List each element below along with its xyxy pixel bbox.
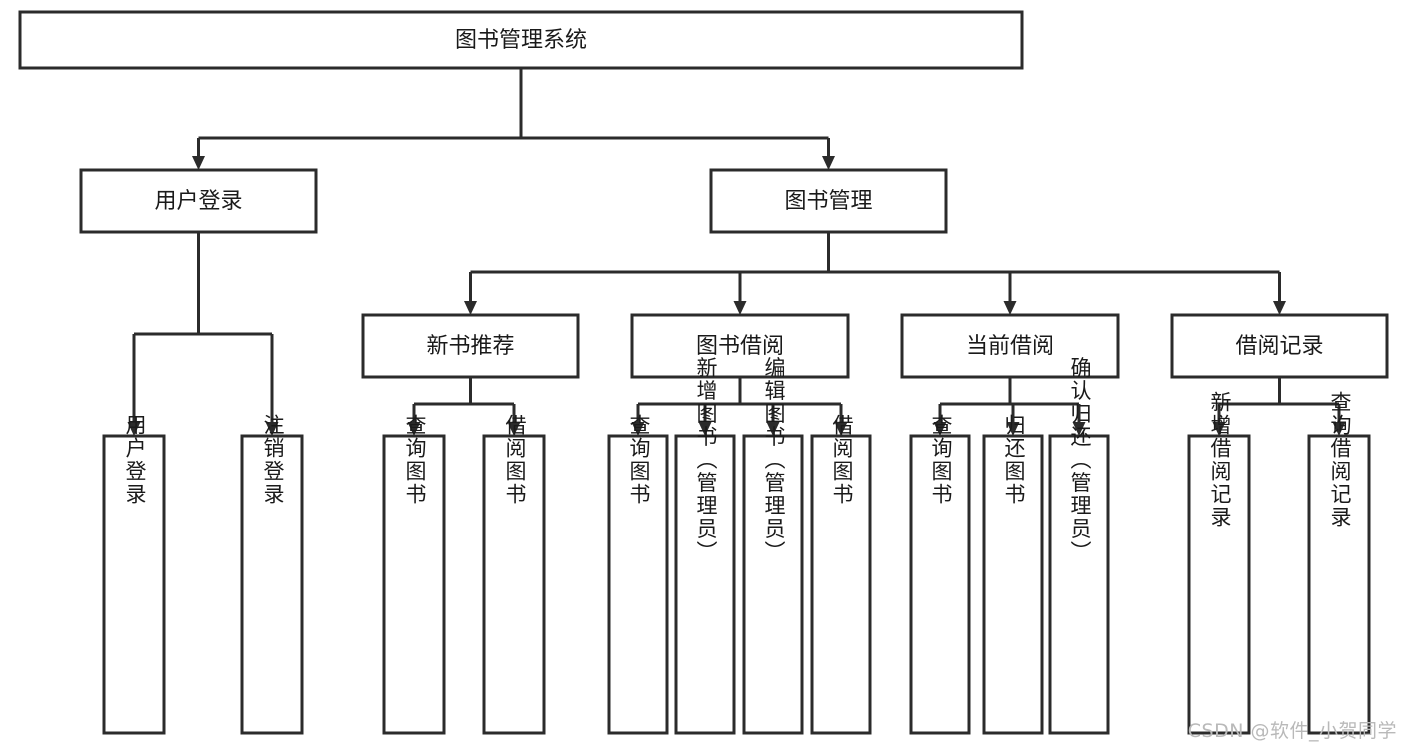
node-leaf-query-book-3-rect[interactable] [909,434,971,735]
node-leaf-borrow-book-1-rect[interactable] [482,434,546,735]
node-leaf-edit-book[interactable]: 编辑图书（管理员） [742,357,804,735]
node-leaf-borrow-book-2-label: 借阅图书 [830,414,854,506]
node-user-login[interactable]: 用户登录 [79,168,318,234]
node-user-login-label: 用户登录 [154,189,242,214]
node-leaf-return-book-rect[interactable] [982,434,1044,735]
node-current-borrow[interactable]: 当前借阅 [900,313,1120,379]
node-leaf-borrow-book-1-label: 借阅图书 [503,414,527,506]
node-leaf-confirm-return-label: 确认归还（管理员） [1068,357,1092,564]
node-book-manage[interactable]: 图书管理 [709,168,948,234]
node-leaf-query-book-1[interactable]: 查询图书 [382,414,446,735]
node-leaf-query-record-rect[interactable] [1307,434,1371,735]
node-leaf-borrow-book-2[interactable]: 借阅图书 [810,414,872,735]
node-current-borrow-rect[interactable] [900,313,1120,379]
edges-layer [127,68,1346,436]
edge-root-to-user-login-arrowhead [192,156,205,170]
edge-bookmanage-to-borrow-record-arrowhead [1273,301,1286,315]
node-leaf-edit-book-label: 编辑图书（管理员） [762,357,786,564]
edge-borrow-record-to-leaf-add-record-arrowhead [1212,422,1226,436]
node-borrow-record-label: 借阅记录 [1235,334,1323,359]
node-borrow-record[interactable]: 借阅记录 [1170,313,1389,379]
node-new-book-rec[interactable]: 新书推荐 [361,313,580,379]
node-leaf-borrow-book-1[interactable]: 借阅图书 [482,414,546,735]
csdn-watermark: CSDN @软件_小贺同学 [1187,720,1397,742]
edge-book-borrow-to-leaf-edit-book-arrowhead [766,422,780,436]
node-root-system-rect[interactable] [18,10,1024,70]
edge-userlogin-to-leaf-user-logout-arrowhead [265,422,279,436]
edge-bookmanage-to-new-book-rec-arrowhead [464,301,477,315]
edge-new-book-rec-to-leaf-query-book-1-arrowhead [407,422,421,436]
edge-bookmanage-to-book-borrow-arrowhead [733,301,747,315]
edge-book-borrow-to-leaf-query-book-2-arrowhead [631,422,645,436]
node-leaf-user-login-label: 用户登录 [123,414,147,506]
node-borrow-record-rect[interactable] [1170,313,1389,379]
node-new-book-rec-rect[interactable] [361,313,580,379]
edge-current-borrow-to-leaf-confirm-return-arrowhead [1072,422,1086,436]
edge-current-borrow-to-leaf-return-book-arrowhead [1006,422,1020,436]
node-leaf-query-book-3-label: 查询图书 [929,414,953,506]
node-book-manage-label: 图书管理 [784,189,872,214]
node-leaf-query-book-2[interactable]: 查询图书 [607,414,669,735]
node-leaf-user-logout-rect[interactable] [240,434,304,735]
node-leaf-add-book-label: 新增图书（管理员） [694,357,718,564]
node-leaf-query-book-2-label: 查询图书 [627,414,651,506]
node-book-manage-rect[interactable] [709,168,948,234]
node-book-borrow-label: 图书借阅 [696,334,784,359]
node-leaf-user-logout[interactable]: 注销登录 [240,414,304,735]
node-leaf-user-logout-label: 注销登录 [261,414,285,506]
node-leaf-confirm-return-rect[interactable] [1048,434,1110,735]
node-leaf-user-login-rect[interactable] [102,434,166,735]
edge-borrow-record-to-leaf-query-record-arrowhead [1332,422,1346,436]
node-leaf-edit-book-rect[interactable] [742,434,804,735]
node-leaf-confirm-return[interactable]: 确认归还（管理员） [1048,357,1110,735]
node-leaf-query-book-1-rect[interactable] [382,434,446,735]
node-leaf-return-book[interactable]: 归还图书 [982,414,1044,735]
node-leaf-user-login[interactable]: 用户登录 [102,414,166,735]
node-leaf-query-book-3[interactable]: 查询图书 [909,414,971,735]
node-leaf-return-book-label: 归还图书 [1002,414,1026,506]
node-root-system[interactable]: 图书管理系统 [18,10,1024,70]
node-leaf-borrow-book-2-rect[interactable] [810,434,872,735]
node-leaf-query-book-2-rect[interactable] [607,434,669,735]
edge-root-to-book-manage-arrowhead [822,156,835,170]
node-leaf-query-book-1-label: 查询图书 [403,414,427,506]
node-leaf-add-record-label: 新增借阅记录 [1208,391,1232,529]
edge-new-book-rec-to-leaf-borrow-book-1-arrowhead [507,422,521,436]
node-leaf-add-record-rect[interactable] [1187,434,1251,735]
node-leaf-query-record-label: 查询借阅记录 [1328,391,1352,529]
node-leaf-add-record[interactable]: 新增借阅记录 [1187,391,1251,735]
node-root-system-label: 图书管理系统 [455,28,587,53]
node-new-book-rec-label: 新书推荐 [426,334,514,359]
node-leaf-query-record[interactable]: 查询借阅记录 [1307,391,1371,735]
node-user-login-rect[interactable] [79,168,318,234]
edge-bookmanage-to-current-borrow-arrowhead [1003,301,1017,315]
node-leaf-add-book[interactable]: 新增图书（管理员） [674,357,736,735]
node-leaf-add-book-rect[interactable] [674,434,736,735]
node-book-borrow-rect[interactable] [630,313,850,379]
nodes-layer: 图书管理系统用户登录图书管理新书推荐图书借阅当前借阅借阅记录用户登录注销登录查询… [18,10,1389,735]
edge-book-borrow-to-leaf-add-book-arrowhead [698,422,712,436]
edge-book-borrow-to-leaf-borrow-book-2-arrowhead [834,422,848,436]
edge-userlogin-to-leaf-user-login-arrowhead [127,422,141,436]
node-book-borrow[interactable]: 图书借阅 [630,313,850,379]
edge-current-borrow-to-leaf-query-book-3-arrowhead [933,422,947,436]
node-current-borrow-label: 当前借阅 [966,334,1054,359]
